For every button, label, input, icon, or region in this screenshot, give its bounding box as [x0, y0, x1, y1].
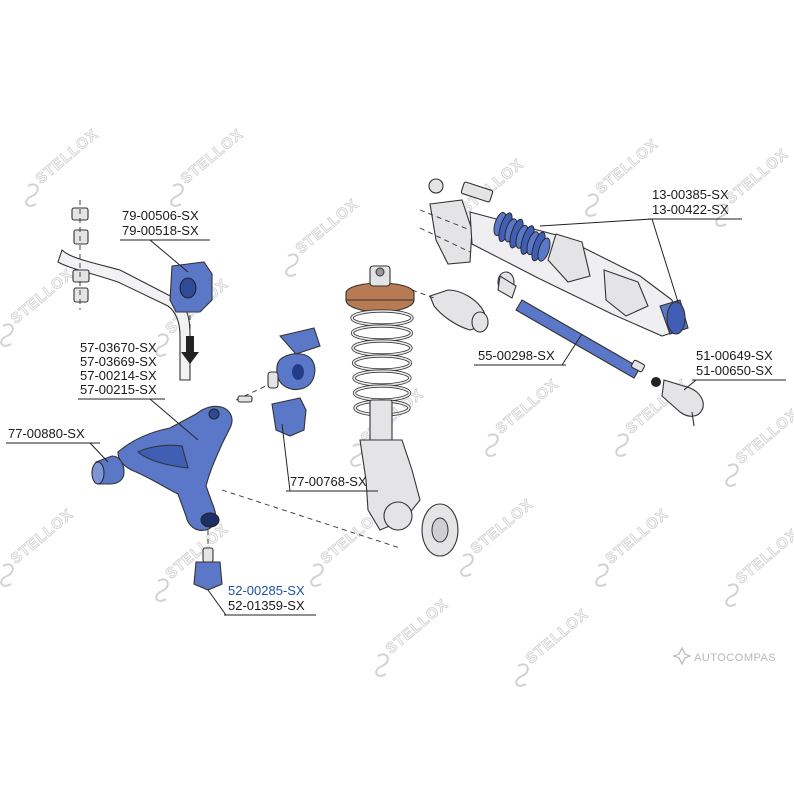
label-group-tie-rod: 55-00298-SX: [474, 333, 583, 366]
watermark-text: STELLOX: [522, 606, 591, 668]
watermark-text: STELLOX: [382, 596, 451, 658]
watermark-logo-icon: [715, 203, 729, 227]
ball-joint: [193, 530, 223, 591]
label-13-00422-sx: 13-00422-SX: [652, 202, 729, 217]
label-group-sway-bar-bush: 79-00506-SX 79-00518-SX: [120, 208, 210, 273]
watermark-text: STELLOX: [732, 406, 794, 468]
watermark-logo-icon: [375, 653, 389, 677]
watermark-logo-icon: [0, 563, 14, 587]
watermark-logo-icon: [155, 333, 169, 357]
sway-bar-bushing: [169, 261, 213, 364]
stabilizer-bar: [57, 200, 191, 381]
label-57-03669-sx: 57-03669-SX: [80, 354, 157, 369]
watermark-logo-icon: [515, 663, 529, 687]
watermark-logo-icon: [725, 583, 739, 607]
label-group-control-arm: 57-03670-SX 57-03669-SX 57-00214-SX 57-0…: [78, 340, 199, 441]
boot-fold: [537, 237, 551, 262]
label-group-ball-joint: 52-00285-SX 52-01359-SX: [207, 583, 316, 616]
label-51-00650-sx: 51-00650-SX: [696, 363, 773, 378]
rack-boot: [493, 212, 551, 262]
watermark-text: STELLOX: [732, 526, 794, 588]
spring-coil: [353, 370, 411, 386]
watermark-logo-icon: [285, 253, 299, 277]
strut-assembly: [345, 265, 459, 557]
lower-control-arm: [117, 405, 233, 531]
spring-coil: [351, 310, 413, 326]
label-group-tie-rod-end: 51-00649-SX 51-00650-SX: [683, 348, 786, 391]
label-79-00506-sx: 79-00506-SX: [122, 208, 199, 223]
watermark-logo-icon: [25, 183, 39, 207]
label-77-00880-sx: 77-00880-SX: [8, 426, 85, 441]
watermark-text: STELLOX: [177, 126, 246, 188]
watermark-text: STELLOX: [492, 376, 561, 438]
label-group-arm-bush: 77-00880-SX: [6, 426, 109, 463]
watermark-logo-icon: [350, 443, 364, 467]
cv-joint: [411, 289, 489, 333]
arm-bushing: [91, 455, 125, 485]
label-77-00768-sx: 77-00768-SX: [290, 474, 367, 489]
label-79-00518-sx: 79-00518-SX: [122, 223, 199, 238]
spring-coil: [353, 385, 411, 401]
watermark-text: STELLOX: [7, 506, 76, 568]
watermark-text: STELLOX: [722, 146, 791, 208]
label-51-00649-sx: 51-00649-SX: [696, 348, 773, 363]
watermark-text: STELLOX: [292, 196, 361, 258]
tie-rod-end: [651, 377, 704, 427]
brand-logo-icon: [672, 646, 692, 666]
tie-rod: [497, 271, 646, 379]
watermark-text: STELLOX: [602, 506, 671, 568]
watermark-logo-icon: [460, 553, 474, 577]
label-57-00214-sx: 57-00214-SX: [80, 368, 157, 383]
label-55-00298-sx: 55-00298-SX: [478, 348, 555, 363]
brand-mark: AUTOCOMPAS: [672, 646, 776, 666]
link-bracket: [235, 327, 321, 437]
spring-coil: [351, 325, 413, 341]
spring-coil: [352, 355, 412, 371]
steering-rack: [419, 178, 689, 337]
label-57-03670-sx: 57-03670-SX: [80, 340, 157, 355]
watermark-text: STELLOX: [467, 496, 536, 558]
watermark-text: STELLOX: [7, 266, 76, 328]
brand-name: AUTOCOMPAS: [694, 652, 776, 664]
watermark-logo-icon: [310, 563, 324, 587]
watermark-text: STELLOX: [32, 126, 101, 188]
spring-coil: [352, 340, 412, 356]
watermark-logo-icon: [615, 433, 629, 457]
watermark-logo-icon: [595, 563, 609, 587]
label-52-00285-sx: 52-00285-SX: [228, 583, 305, 598]
label-group-link-bush: 77-00768-SX: [281, 423, 378, 492]
watermark-logo-icon: [0, 323, 14, 347]
watermark-logo-icon: [585, 193, 599, 217]
arrow-down-icon: [181, 336, 199, 364]
label-group-rack-boot: 13-00385-SX 13-00422-SX: [539, 187, 742, 303]
label-13-00385-sx: 13-00385-SX: [652, 187, 729, 202]
watermark-logo-icon: [485, 433, 499, 457]
label-52-01359-sx: 52-01359-SX: [228, 598, 305, 613]
watermark-logo-icon: [170, 183, 184, 207]
watermark-logo-icon: [725, 463, 739, 487]
label-57-00215-sx: 57-00215-SX: [80, 382, 157, 397]
watermark-logo-icon: [155, 578, 169, 602]
